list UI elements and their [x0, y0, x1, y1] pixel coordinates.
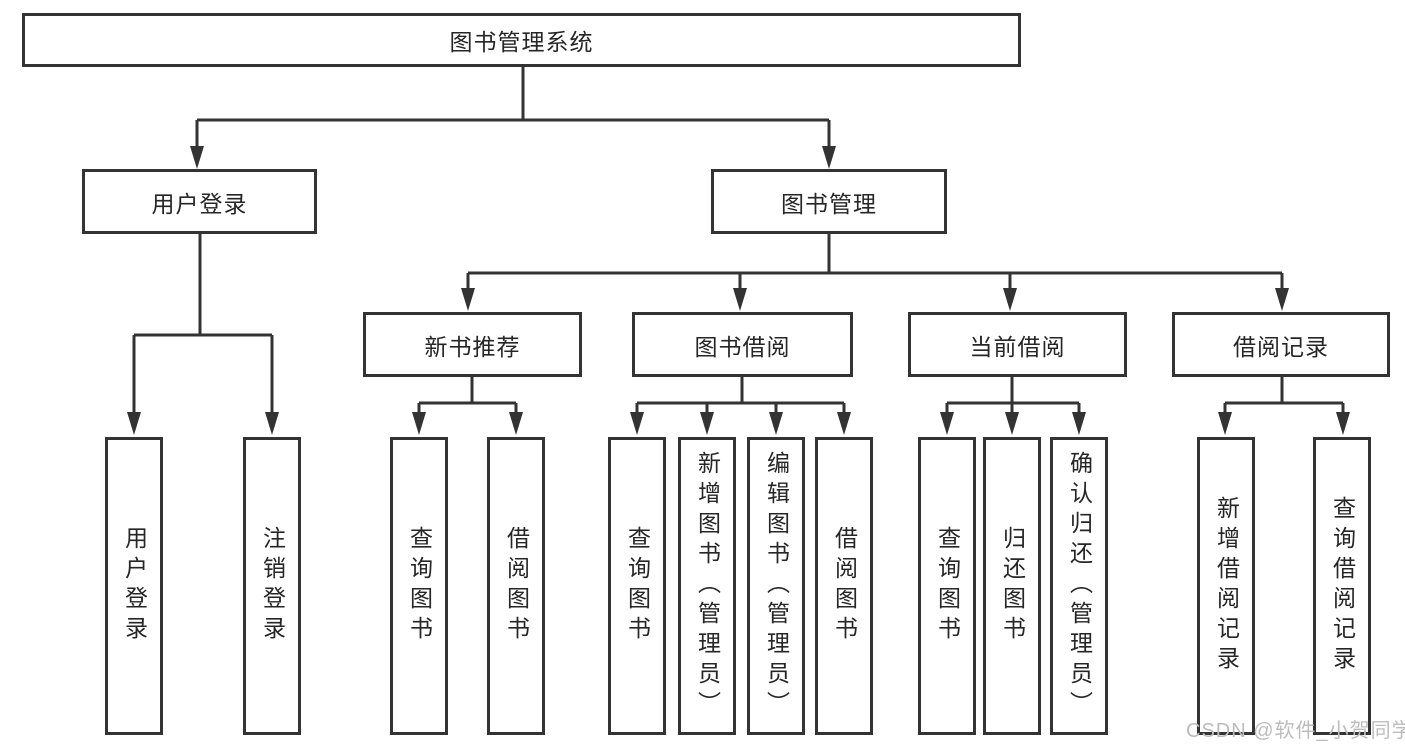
leaf-record-query-borrow-record-label: 查询借阅记录 [1329, 496, 1356, 676]
leaf-borrow-edit-books-admin: 编辑图书（管理员） [747, 437, 805, 735]
arrowhead [837, 412, 851, 435]
leaf-borrow-add-books-admin-label: 新增图书（管理员） [694, 451, 721, 721]
node-current-borrow-label: 当前借阅 [969, 333, 1066, 360]
arrowhead [412, 412, 426, 435]
arrowhead [1336, 412, 1350, 435]
leaf-current-return-books-label: 归还图书 [999, 526, 1026, 646]
leaf-newbook-query-books: 查询图书 [390, 437, 448, 735]
node-root: 图书管理系统 [22, 13, 1021, 67]
arrowhead [1218, 412, 1232, 435]
connector-root-to-level1 [195, 66, 831, 147]
leaf-current-return-books: 归还图书 [983, 437, 1041, 735]
arrowhead [127, 412, 141, 435]
node-current-borrow: 当前借阅 [908, 312, 1127, 377]
leaf-logout-label: 注销登录 [259, 526, 286, 646]
connector-borrow-record-children [1223, 377, 1345, 413]
arrowhead [700, 412, 714, 435]
arrowhead [1003, 288, 1017, 311]
connector-new-book-children [417, 377, 518, 413]
arrowhead [630, 412, 644, 435]
arrowhead [1005, 412, 1019, 435]
leaf-newbook-borrow-books-label: 借阅图书 [503, 526, 530, 646]
leaf-record-add-borrow-record: 新增借阅记录 [1197, 437, 1255, 735]
arrowhead [1072, 412, 1086, 435]
node-borrow-records-label: 借阅记录 [1233, 333, 1329, 360]
leaf-logout: 注销登录 [243, 437, 301, 735]
arrowhead [822, 146, 836, 169]
leaf-borrow-add-books-admin: 新增图书（管理员） [678, 437, 736, 735]
connector-user-login-children [132, 233, 274, 413]
arrowhead [265, 412, 279, 435]
node-book-management-label: 图书管理 [781, 190, 877, 217]
connector-book-borrow-children [635, 377, 846, 413]
node-book-borrow: 图书借阅 [632, 312, 853, 377]
leaf-current-query-books: 查询图书 [918, 437, 976, 735]
leaf-borrow-query-books-label: 查询图书 [624, 526, 651, 646]
leaf-user-login-label: 用户登录 [121, 526, 148, 646]
node-new-book-recommend-label: 新书推荐 [424, 333, 521, 360]
arrowhead [1275, 288, 1289, 311]
node-user-login: 用户登录 [82, 169, 317, 234]
leaf-record-query-borrow-record: 查询借阅记录 [1313, 437, 1371, 735]
arrowheads [127, 146, 1350, 435]
leaf-record-add-borrow-record-label: 新增借阅记录 [1213, 496, 1240, 676]
connector-book-management-to-level2 [466, 233, 1284, 289]
node-book-management: 图书管理 [711, 169, 947, 234]
leaf-borrow-query-books: 查询图书 [608, 437, 666, 735]
leaf-current-query-books-label: 查询图书 [934, 526, 961, 646]
node-borrow-records: 借阅记录 [1172, 312, 1390, 377]
arrowhead [733, 288, 747, 311]
arrowhead [190, 146, 204, 169]
arrowhead [940, 412, 954, 435]
leaf-borrow-edit-books-admin-label: 编辑图书（管理员） [763, 451, 790, 721]
leaf-borrow-borrow-books-label: 借阅图书 [831, 526, 858, 646]
leaf-borrow-borrow-books: 借阅图书 [815, 437, 873, 735]
arrowhead [509, 412, 523, 435]
leaf-current-confirm-return-admin: 确认归还（管理员） [1050, 437, 1108, 735]
leaf-newbook-query-books-label: 查询图书 [406, 526, 433, 646]
node-user-login-label: 用户登录 [151, 190, 248, 217]
node-new-book-recommend: 新书推荐 [363, 312, 582, 377]
leaf-user-login: 用户登录 [105, 437, 163, 735]
node-root-label: 图书管理系统 [449, 29, 594, 55]
leaf-current-confirm-return-admin-label: 确认归还（管理员） [1066, 451, 1093, 721]
connector-current-borrow-children [945, 377, 1081, 413]
node-book-borrow-label: 图书借阅 [694, 333, 791, 360]
arrowhead [461, 288, 475, 311]
csdn-watermark: CSDN @软件_小贺同学 [1186, 720, 1405, 742]
leaf-newbook-borrow-books: 借阅图书 [487, 437, 545, 735]
arrowhead [769, 412, 783, 435]
